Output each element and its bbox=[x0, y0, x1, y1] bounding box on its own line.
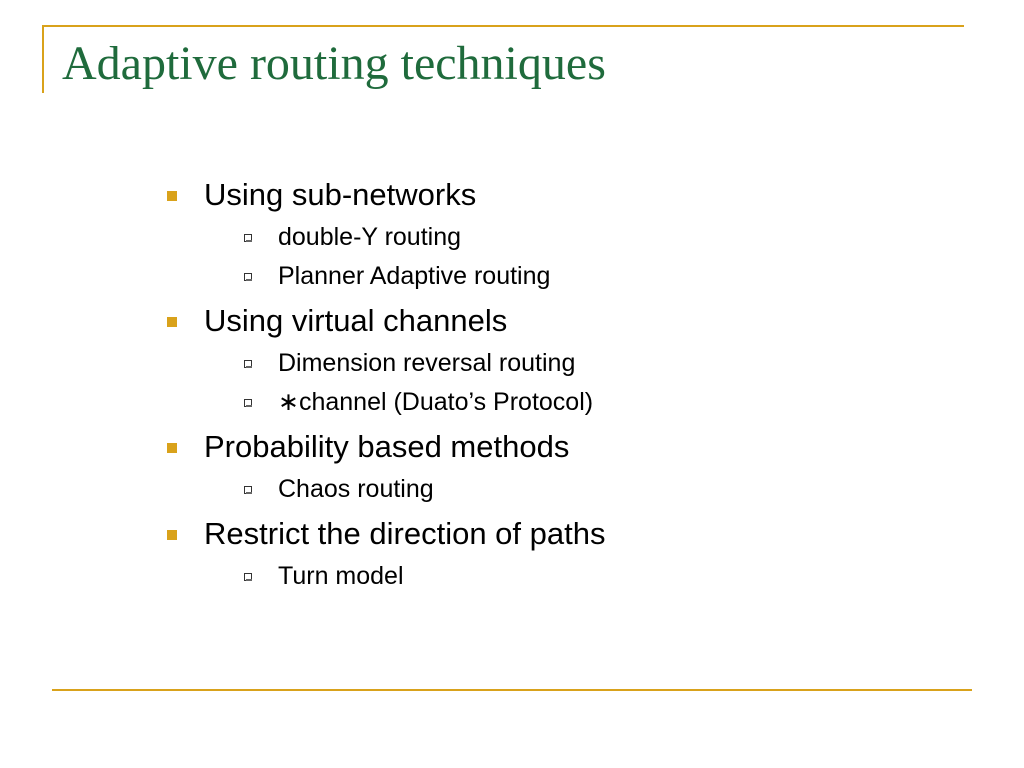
sub-bullet-item: Turn model bbox=[204, 557, 605, 596]
sub-bullet-text: double-Y routing bbox=[278, 223, 462, 251]
left-rule bbox=[42, 25, 44, 93]
square-bullet-icon bbox=[167, 443, 177, 453]
bullet-item: Restrict the direction of paths Turn mod… bbox=[166, 515, 605, 596]
sub-bullet-text: Dimension reversal routing bbox=[278, 349, 576, 377]
sub-bullet-text: ∗channel (Duato’s Protocol) bbox=[278, 388, 594, 416]
slide-title: Adaptive routing techniques bbox=[62, 37, 606, 90]
sub-bullet-text: Chaos routing bbox=[278, 475, 434, 503]
sub-bullet-item: Dimension reversal routing bbox=[204, 344, 605, 383]
sub-bullet-text: Turn model bbox=[278, 562, 404, 590]
bullet-text: Restrict the direction of paths bbox=[204, 516, 606, 551]
hollow-square-bullet-icon bbox=[244, 573, 252, 581]
square-bullet-icon bbox=[167, 317, 177, 327]
hollow-square-bullet-icon bbox=[244, 273, 252, 281]
bullet-item: Using virtual channels Dimension reversa… bbox=[166, 302, 605, 422]
hollow-square-bullet-icon bbox=[244, 360, 252, 368]
sub-bullet-list: Chaos routing bbox=[204, 470, 605, 509]
sub-bullet-list: Turn model bbox=[204, 557, 605, 596]
square-bullet-icon bbox=[167, 191, 177, 201]
hollow-square-bullet-icon bbox=[244, 234, 252, 242]
sub-bullet-item: double-Y routing bbox=[204, 218, 605, 257]
sub-bullet-item: ∗channel (Duato’s Protocol) bbox=[204, 383, 605, 422]
top-rule bbox=[42, 25, 964, 27]
square-bullet-icon bbox=[167, 530, 177, 540]
sub-bullet-list: Dimension reversal routing ∗channel (Dua… bbox=[204, 344, 605, 422]
sub-bullet-list: double-Y routing Planner Adaptive routin… bbox=[204, 218, 605, 296]
sub-bullet-item: Chaos routing bbox=[204, 470, 605, 509]
bottom-rule bbox=[52, 689, 972, 691]
bullet-item: Using sub-networks double-Y routing Plan… bbox=[166, 176, 605, 296]
bullet-text: Using sub-networks bbox=[204, 177, 477, 212]
bullet-text: Probability based methods bbox=[204, 429, 570, 464]
hollow-square-bullet-icon bbox=[244, 399, 252, 407]
sub-bullet-text: Planner Adaptive routing bbox=[278, 262, 551, 290]
bullet-list: Using sub-networks double-Y routing Plan… bbox=[166, 176, 605, 602]
bullet-item: Probability based methods Chaos routing bbox=[166, 428, 605, 509]
sub-bullet-item: Planner Adaptive routing bbox=[204, 257, 605, 296]
hollow-square-bullet-icon bbox=[244, 486, 252, 494]
bullet-text: Using virtual channels bbox=[204, 303, 508, 338]
